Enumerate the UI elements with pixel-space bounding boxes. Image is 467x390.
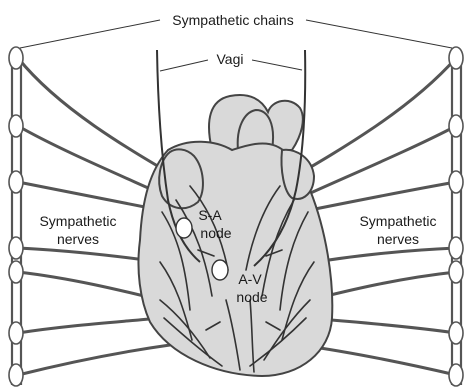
- ganglion: [449, 261, 463, 283]
- svg-text:A-V: A-V: [238, 271, 262, 287]
- ganglion: [9, 261, 23, 283]
- svg-text:nerves: nerves: [57, 231, 99, 247]
- ganglion: [9, 115, 23, 137]
- sa-node: [176, 218, 192, 238]
- ganglion: [449, 115, 463, 137]
- ganglion: [449, 47, 463, 69]
- left-atrium: [281, 150, 314, 199]
- svg-text:Sympathetic: Sympathetic: [39, 213, 116, 229]
- ganglion: [9, 237, 23, 259]
- svg-text:S-A: S-A: [198, 207, 222, 223]
- ganglion: [9, 364, 23, 386]
- svg-text:node: node: [200, 225, 231, 241]
- chains-leader-left: [20, 20, 160, 48]
- svg-text:nerves: nerves: [377, 231, 419, 247]
- ganglion: [9, 322, 23, 344]
- ganglion: [9, 47, 23, 69]
- av-node: [212, 260, 228, 280]
- label-vagi: Vagi: [217, 51, 244, 67]
- label-sympathetic-chains: Sympathetic chains: [172, 12, 293, 28]
- label-sympathetic-nerves-right: Sympathetic nerves: [359, 213, 436, 247]
- chains-leader-right: [306, 20, 452, 48]
- svg-text:Sympathetic: Sympathetic: [359, 213, 436, 229]
- ganglion: [449, 364, 463, 386]
- label-sympathetic-nerves-left: Sympathetic nerves: [39, 213, 116, 247]
- ganglion: [449, 237, 463, 259]
- ganglion: [449, 171, 463, 193]
- svg-text:node: node: [236, 289, 267, 305]
- ganglion: [449, 322, 463, 344]
- ganglion: [9, 171, 23, 193]
